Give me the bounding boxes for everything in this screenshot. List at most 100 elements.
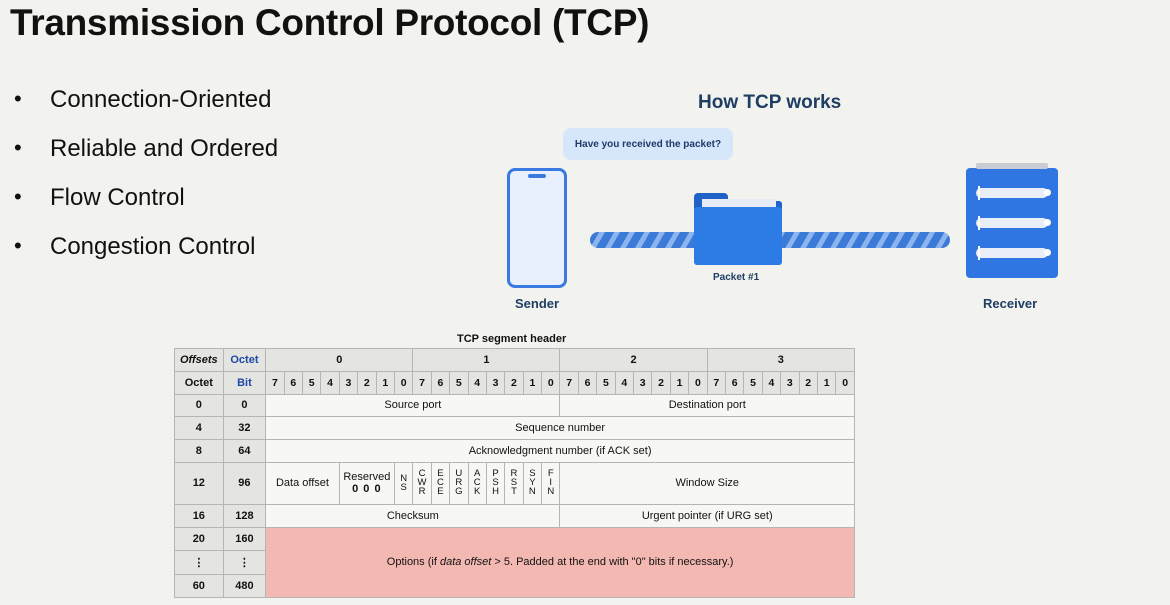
- row-octet: 20: [174, 526, 224, 551]
- bit-cell: 0: [835, 370, 855, 395]
- destination-port-field: Destination port: [559, 393, 855, 418]
- bit-cell: 0: [541, 370, 561, 395]
- row-bit: 480: [222, 574, 267, 598]
- bullet-item: •Reliable and Ordered: [14, 135, 279, 162]
- bit-cell: 6: [283, 370, 303, 395]
- row-bit: ⋮: [222, 549, 267, 576]
- row-octet: 60: [174, 574, 224, 598]
- bit-cell: 5: [743, 370, 763, 395]
- bullet-item: •Connection-Oriented: [14, 86, 272, 113]
- data-offset-field: Data offset: [265, 461, 340, 505]
- bullet-text: Flow Control: [50, 184, 185, 211]
- bit-cell: 4: [467, 370, 487, 395]
- reserved-bits: 0 0 0: [352, 483, 382, 496]
- bit-cell: 7: [412, 370, 432, 395]
- row-octet: 0: [174, 393, 224, 418]
- bullet-text: Congestion Control: [50, 233, 256, 260]
- row-bit: 64: [222, 439, 267, 463]
- server-icon: [966, 163, 1058, 278]
- table-row: 60 480: [174, 574, 855, 598]
- table-row: 20 160 Options (if data offset > 5. Padd…: [174, 526, 855, 599]
- bit-cell: 5: [301, 370, 322, 395]
- bullet-item: •Congestion Control: [14, 233, 256, 260]
- window-size-field: Window Size: [559, 461, 855, 505]
- bit-cell: 3: [485, 370, 506, 395]
- bit-cell: 4: [614, 370, 635, 395]
- bit-cell: 5: [449, 370, 469, 395]
- octet-header-row: Offsets Octet 0 1 2 3: [174, 348, 856, 372]
- table-row: 8 64 Acknowledgment number (if ACK set): [174, 439, 855, 463]
- row-bit: 32: [222, 416, 267, 441]
- table-row: 0 0 Source port Destination port: [174, 393, 855, 418]
- bit-cell: 6: [577, 370, 598, 395]
- reserved-label: Reserved: [343, 471, 391, 484]
- bullet-item: •Flow Control: [14, 184, 185, 211]
- sender-label: Sender: [515, 296, 560, 311]
- bullet-list: •Connection-Oriented •Reliable and Order…: [14, 86, 278, 282]
- packet-label: Packet #1: [713, 272, 760, 283]
- bit-cell: 7: [265, 370, 285, 395]
- sequence-number-field: Sequence number: [265, 416, 855, 441]
- bit-cell: 6: [430, 370, 451, 395]
- row-octet: ⋮: [174, 549, 224, 576]
- row-octet: 4: [174, 416, 224, 441]
- bit-cell: 1: [375, 370, 395, 395]
- table-row: ⋮ ⋮: [174, 549, 855, 576]
- row-bit: 0: [222, 393, 267, 418]
- bit-cell: 2: [651, 370, 671, 395]
- octet-col-header: Octet: [174, 370, 224, 395]
- bit-cell: 1: [522, 370, 543, 395]
- source-port-field: Source port: [265, 393, 561, 418]
- row-bit: 96: [222, 461, 267, 505]
- options-text-end: > 5. Padded at the end with "0" bits if …: [491, 556, 734, 569]
- table-caption: TCP segment header: [457, 333, 567, 345]
- bit-cell: 3: [633, 370, 653, 395]
- bit-cell: 2: [357, 370, 377, 395]
- diagram-title: How TCP works: [698, 92, 842, 113]
- phone-icon: [507, 168, 567, 288]
- bit-cell: 6: [724, 370, 745, 395]
- options-text: Options (if: [386, 556, 440, 569]
- options-em: data offset: [439, 556, 492, 569]
- bullet-text: Connection-Oriented: [50, 86, 272, 113]
- ack-number-field: Acknowledgment number (if ACK set): [265, 439, 855, 463]
- octet-2: 2: [559, 348, 708, 372]
- bit-cell: 4: [320, 370, 340, 395]
- octet-3: 3: [706, 348, 856, 372]
- checksum-field: Checksum: [265, 503, 561, 528]
- bit-cell: 4: [761, 370, 782, 395]
- row-octet: 8: [174, 439, 224, 463]
- octet-1: 1: [412, 348, 561, 372]
- options-field: Options (if data offset > 5. Padded at t…: [265, 526, 855, 599]
- bit-cell: 7: [559, 370, 579, 395]
- bit-col-header: Bit: [222, 370, 267, 395]
- bit-cell: 2: [798, 370, 818, 395]
- octet-header: Octet: [222, 348, 267, 372]
- folder-icon: [694, 193, 782, 267]
- row-octet: 12: [174, 461, 224, 505]
- bit-cell: 5: [596, 370, 616, 395]
- urgent-pointer-field: Urgent pointer (if URG set): [559, 503, 855, 528]
- bit-cell: 7: [706, 370, 726, 395]
- table-row: 4 32 Sequence number: [174, 416, 855, 441]
- bit-cell: 0: [393, 370, 414, 395]
- speech-bubble: Have you received the packet?: [563, 128, 733, 160]
- bit-cell: 1: [669, 370, 690, 395]
- bit-cell: 3: [338, 370, 359, 395]
- offsets-header: Offsets: [179, 353, 218, 366]
- bit-cell: 3: [780, 370, 800, 395]
- bullet-text: Reliable and Ordered: [50, 135, 279, 162]
- receiver-label: Receiver: [983, 296, 1038, 311]
